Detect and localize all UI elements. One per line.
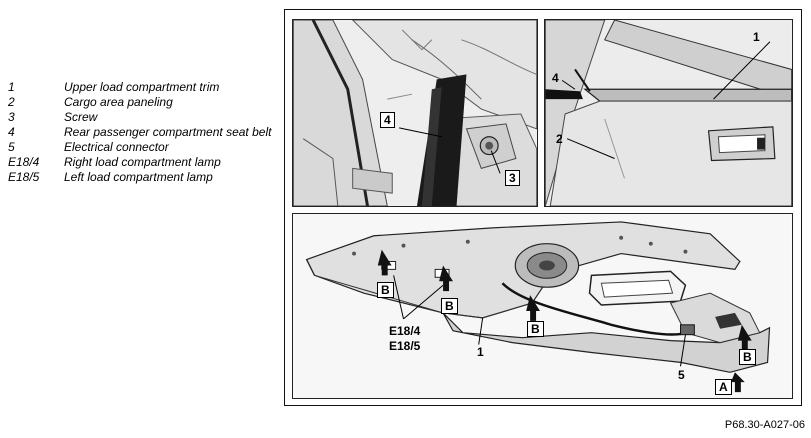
figure-frame (284, 9, 802, 406)
callout-connector: 5 (678, 368, 685, 382)
legend-item: 5 Electrical connector (8, 140, 278, 155)
callout-b-clip: B (377, 282, 394, 298)
legend-desc: Rear passenger compartment seat belt (64, 125, 272, 139)
legend-key: 1 (8, 80, 15, 94)
legend-key: 2 (8, 95, 15, 109)
callout-belt: 4 (552, 71, 559, 85)
callout-b-clip: B (527, 321, 544, 337)
callout-lamp-right: E18/4 (389, 324, 421, 338)
belt-screw-illustration (293, 20, 537, 206)
legend-desc: Upper load compartment trim (64, 80, 220, 94)
callout-trim: 1 (477, 345, 484, 359)
overview-panel-removed-trim: B B B B A E18/4 E18/5 1 5 (292, 213, 793, 399)
legend-desc: Right load compartment lamp (64, 155, 221, 169)
legend-desc: Screw (64, 110, 98, 124)
legend-desc: Left load compartment lamp (64, 170, 213, 184)
legend-key: 4 (8, 125, 15, 139)
callout-a-direction: A (715, 379, 732, 395)
legend-item: E18/4 Right load compartment lamp (8, 155, 278, 170)
legend-desc: Electrical connector (64, 140, 169, 154)
callout-belt: 4 (380, 112, 395, 128)
legend-item: 2 Cargo area paneling (8, 95, 278, 110)
callout-b-clip: B (441, 298, 458, 314)
detail-panel-trim-paneling: 1 4 2 (544, 19, 793, 207)
callout-screw: 3 (505, 170, 520, 186)
callout-lamp-left: E18/5 (389, 339, 421, 353)
removed-trim-illustration (294, 214, 791, 398)
legend-key: 5 (8, 140, 15, 154)
legend-item: 1 Upper load compartment trim (8, 80, 278, 95)
legend-key: 3 (8, 110, 15, 124)
document-reference: P68.30-A027-06 (724, 419, 805, 431)
detail-panel-belt-screw: 4 3 (292, 19, 538, 207)
legend-desc: Cargo area paneling (64, 95, 173, 109)
legend-key: E18/5 (8, 170, 40, 184)
trim-paneling-illustration (545, 20, 792, 206)
callout-paneling: 2 (556, 132, 563, 146)
legend: 1 Upper load compartment trim 2 Cargo area… (8, 80, 278, 185)
callout-b-clip: B (739, 349, 756, 365)
legend-key: E18/4 (8, 155, 40, 169)
legend-item: 3 Screw (8, 110, 278, 125)
callout-trim: 1 (753, 30, 760, 44)
legend-item: 4 Rear passenger compartment seat belt (8, 125, 278, 140)
legend-item: E18/5 Left load compartment lamp (8, 170, 278, 185)
